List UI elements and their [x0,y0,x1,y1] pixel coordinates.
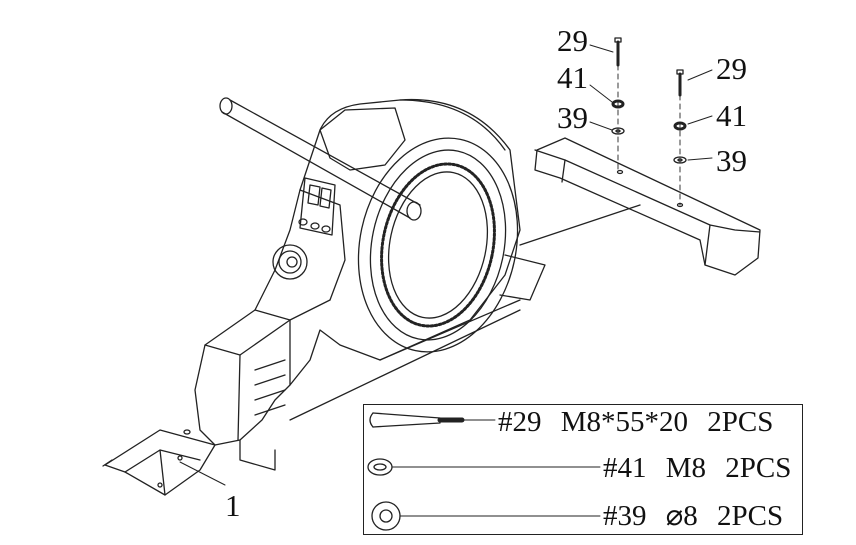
callout-washer-flat-left: 39 [557,100,588,135]
legend-part-number: #29 [498,406,542,438]
legend-quantity: 2PCS [716,500,784,532]
legend-row-flat-washer: #39 ⌀8 2PCS [603,502,783,531]
legend-row-bolt: #29 M8*55*20 2PCS [498,408,773,437]
callout-frame: 1 [225,488,241,523]
callout-washer-spring-right: 41 [716,98,747,133]
tension-knob [272,244,308,280]
legend-spec: M8*55*20 [560,406,689,438]
main-frame-body [194,98,521,446]
front-stabilizer [534,137,761,276]
legend-bolt-icon [369,412,496,428]
rear-support [289,204,641,421]
bolt-left [614,37,622,67]
legend-spec: M8 [665,452,707,484]
flywheel-cover [357,137,519,353]
legend-part-number: #39 [603,500,647,532]
legend-spec: ⌀8 [665,500,698,532]
handle-bar [219,97,422,221]
callout-bolt-right: 29 [716,51,747,86]
callout-washer-spring-left: 41 [557,60,588,95]
legend-row-spring-washer: #41 M8 2PCS [603,454,791,483]
callout-bolt-left: 29 [557,23,588,58]
legend-quantity: 2PCS [707,406,774,438]
front-rail [102,429,276,496]
console-display [298,177,336,236]
legend-flat-washer-icon [371,501,601,531]
callout-washer-flat-right: 39 [716,143,747,178]
legend-part-number: #41 [603,452,647,484]
legend-quantity: 2PCS [725,452,792,484]
legend-spring-washer-icon [367,458,601,476]
hardware-legend [363,404,803,535]
bolt-right [676,69,684,97]
